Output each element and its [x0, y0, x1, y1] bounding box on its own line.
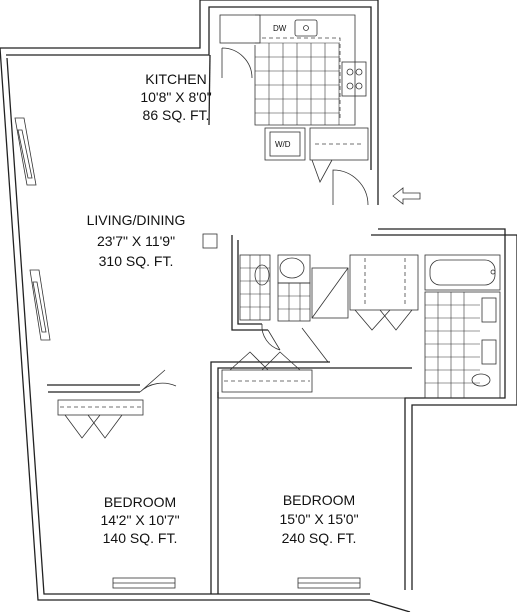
bedroom1-label: BEDROOM 14'2" X 10'7" 140 SQ. FT. — [100, 494, 179, 546]
column — [202, 233, 218, 249]
bedroom1-dims: 14'2" X 10'7" — [100, 512, 179, 528]
bedroom2-dims: 15'0" X 15'0" — [279, 511, 358, 527]
kitchen-area: DW W/D — [208, 14, 369, 206]
bathroom-1 — [231, 235, 349, 351]
bath2-tiles — [425, 292, 480, 398]
washer-dryer-label: W/D — [275, 140, 291, 149]
living-dims: 23'7" X 11'9" — [97, 233, 175, 249]
bathroom-2 — [424, 254, 501, 399]
kitchen-tiles — [255, 42, 340, 125]
hall-closets — [301, 254, 419, 363]
kitchen-dims: 10'8" X 8'0" — [140, 89, 211, 105]
kitchen-name: KITCHEN — [145, 71, 206, 87]
bath1-floor-tiles — [278, 283, 310, 321]
bedroom2-label: BEDROOM 15'0" X 15'0" 240 SQ. FT. — [279, 492, 358, 546]
kitchen-area-text: 86 SQ. FT. — [143, 107, 210, 123]
bedroom-partitions — [47, 351, 412, 594]
south-windows — [112, 577, 361, 589]
kitchen-label: KITCHEN 10'8" X 8'0" 86 SQ. FT. — [140, 71, 211, 123]
living-name: LIVING/DINING — [87, 212, 186, 228]
living-label: LIVING/DINING 23'7" X 11'9" 310 SQ. FT. — [87, 212, 186, 269]
bedroom2-area-text: 240 SQ. FT. — [282, 530, 357, 546]
living-area-text: 310 SQ. FT. — [99, 253, 174, 269]
arrow-left-icon — [392, 187, 421, 205]
bedroom1-area-text: 140 SQ. FT. — [103, 530, 178, 546]
bedroom1-name: BEDROOM — [104, 494, 176, 510]
bedroom2-name: BEDROOM — [283, 492, 355, 508]
west-windows — [14, 117, 51, 341]
dishwasher-label: DW — [273, 24, 287, 33]
bath1-tiles — [240, 255, 270, 320]
